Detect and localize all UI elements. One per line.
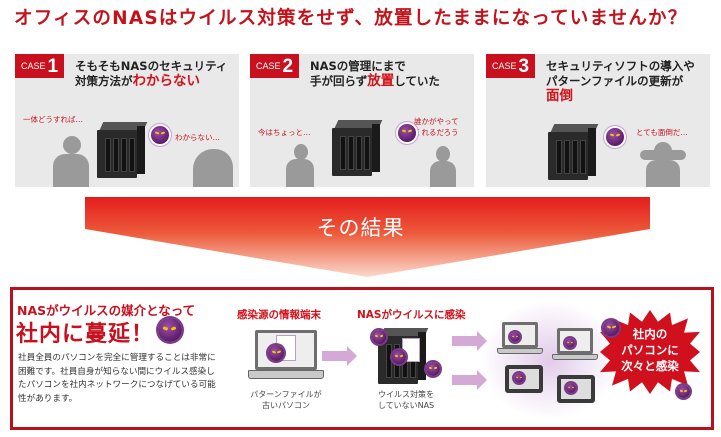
caption-line: していないNAS (377, 401, 435, 410)
virus-icon (510, 332, 520, 342)
case-label: CASE (21, 61, 46, 71)
person-silhouette-icon (63, 136, 81, 154)
flow-arrow-icon (322, 346, 357, 366)
step2-caption: ウイルス対策を していないNAS (356, 389, 456, 411)
case-label: CASE (492, 61, 517, 71)
virus-icon (514, 373, 524, 383)
case-title-line2: パターンファイルの更新が (546, 74, 684, 88)
speech-line: くれるだろう (414, 128, 459, 137)
case-title-tail: していた (394, 74, 440, 88)
speech-text-left: 一体どうすれば… (23, 115, 83, 124)
person-silhouette-icon (294, 144, 308, 160)
flow-arrow-icon (452, 370, 487, 390)
person-silhouette-icon (286, 159, 314, 187)
case-number: 1 (47, 55, 59, 77)
case-number: 3 (518, 55, 530, 77)
laptop-keyboard (248, 370, 324, 379)
case-number: 2 (282, 55, 294, 77)
case-title-line1: セキュリティソフトの導入や (546, 59, 695, 73)
virus-icon (565, 338, 575, 348)
virus-icon (603, 320, 619, 336)
caption-line: ウイルス対策を (378, 390, 434, 399)
virus-icon (677, 385, 690, 398)
case-title: NASの管理にまで 手が回らず放置していた (310, 59, 470, 89)
laptop-keyboard (497, 348, 543, 354)
case-title: セキュリティソフトの導入や パターンファイルの更新が 面倒 (546, 59, 706, 104)
case-title-line2: 手が回らず (310, 74, 368, 88)
page-headline: オフィスのNASはウイルス対策をせず、放置したままになっていませんか？ (14, 8, 688, 29)
case-badge: CASE 3 (486, 54, 536, 78)
laptop-icon (502, 322, 538, 348)
case-title-highlight: わからない (132, 73, 201, 89)
person-silhouette-icon (646, 160, 680, 187)
caption-line: 古いパソコン (262, 401, 310, 410)
virus-icon (398, 124, 416, 142)
case-badge: CASE 1 (15, 54, 65, 78)
nas-device-icon (548, 124, 599, 180)
case-title-highlight: 面倒 (546, 88, 573, 104)
speech-text-right: とても面倒だ… (636, 128, 688, 137)
burst-line: 社内の (632, 327, 668, 341)
virus-icon (158, 318, 182, 342)
burst-text: 社内の パソコンに 次々と感染 (600, 326, 700, 374)
tablet-icon (505, 365, 543, 393)
virus-icon (426, 362, 440, 376)
virus-icon (606, 128, 624, 146)
nas-device-icon (332, 120, 383, 176)
speech-text-right: わからない… (175, 133, 220, 142)
case-card-3: CASE 3 セキュリティソフトの導入や パターンファイルの更新が 面倒 とても… (486, 54, 710, 187)
case-card-2: CASE 2 NASの管理にまで 手が回らず放置していた 今はちょっと… 誰かが… (250, 54, 474, 187)
step1-label: 感染源の情報端末 (237, 309, 321, 321)
case-title: そもそもNASのセキュリティ 対策方法がわからない (75, 59, 235, 89)
case-card-1: CASE 1 そもそもNASのセキュリティ 対策方法がわからない 一体どうすれば… (15, 54, 239, 187)
step1-caption: パターンファイルが 古いパソコン (232, 389, 340, 411)
result-heading: 社内に蔓延！ (16, 322, 155, 347)
person-silhouette-icon (436, 146, 450, 162)
caption-line: パターンファイルが (250, 390, 322, 399)
tablet-icon (557, 375, 595, 403)
burst-line: 次々と感染 (621, 359, 679, 373)
result-banner-label: その結果 (316, 216, 405, 240)
nas-device-icon (97, 122, 148, 178)
step2-label: NASがウイルスに感染 (357, 309, 466, 321)
case-title-line1: NASの管理にまで (310, 59, 406, 73)
case-title-line2: 対策方法が (75, 74, 133, 88)
laptop-keyboard (552, 354, 598, 360)
person-arms-icon (640, 150, 686, 160)
result-subheading: NASがウイルスの媒介となって (17, 303, 196, 318)
virus-icon (268, 345, 284, 361)
virus-icon (566, 383, 576, 393)
person-silhouette-icon (430, 161, 456, 187)
case-title-highlight: 放置 (367, 73, 395, 89)
speech-text-right: 誰かがやって くれるだろう (414, 116, 459, 138)
case-label: CASE (256, 61, 281, 71)
laptop-icon (557, 328, 593, 354)
infection-glow (480, 300, 620, 420)
speech-text-left: 今はちょっと… (258, 128, 311, 137)
flow-arrow-icon (452, 331, 487, 351)
case-title-line1: そもそもNASのセキュリティ (75, 59, 228, 73)
speech-line: 誰かがやって (414, 117, 459, 126)
crouching-person-icon (193, 149, 233, 187)
person-silhouette-icon (53, 154, 89, 187)
virus-icon (151, 126, 169, 144)
virus-icon (392, 350, 406, 364)
virus-icon (372, 330, 386, 344)
burst-line: パソコンに (621, 343, 679, 357)
result-body-text: 社員全員のパソコンを完全に管理することは非常に困難です。社員自身が知らない間にウ… (18, 353, 216, 404)
case-badge: CASE 2 (250, 54, 300, 78)
